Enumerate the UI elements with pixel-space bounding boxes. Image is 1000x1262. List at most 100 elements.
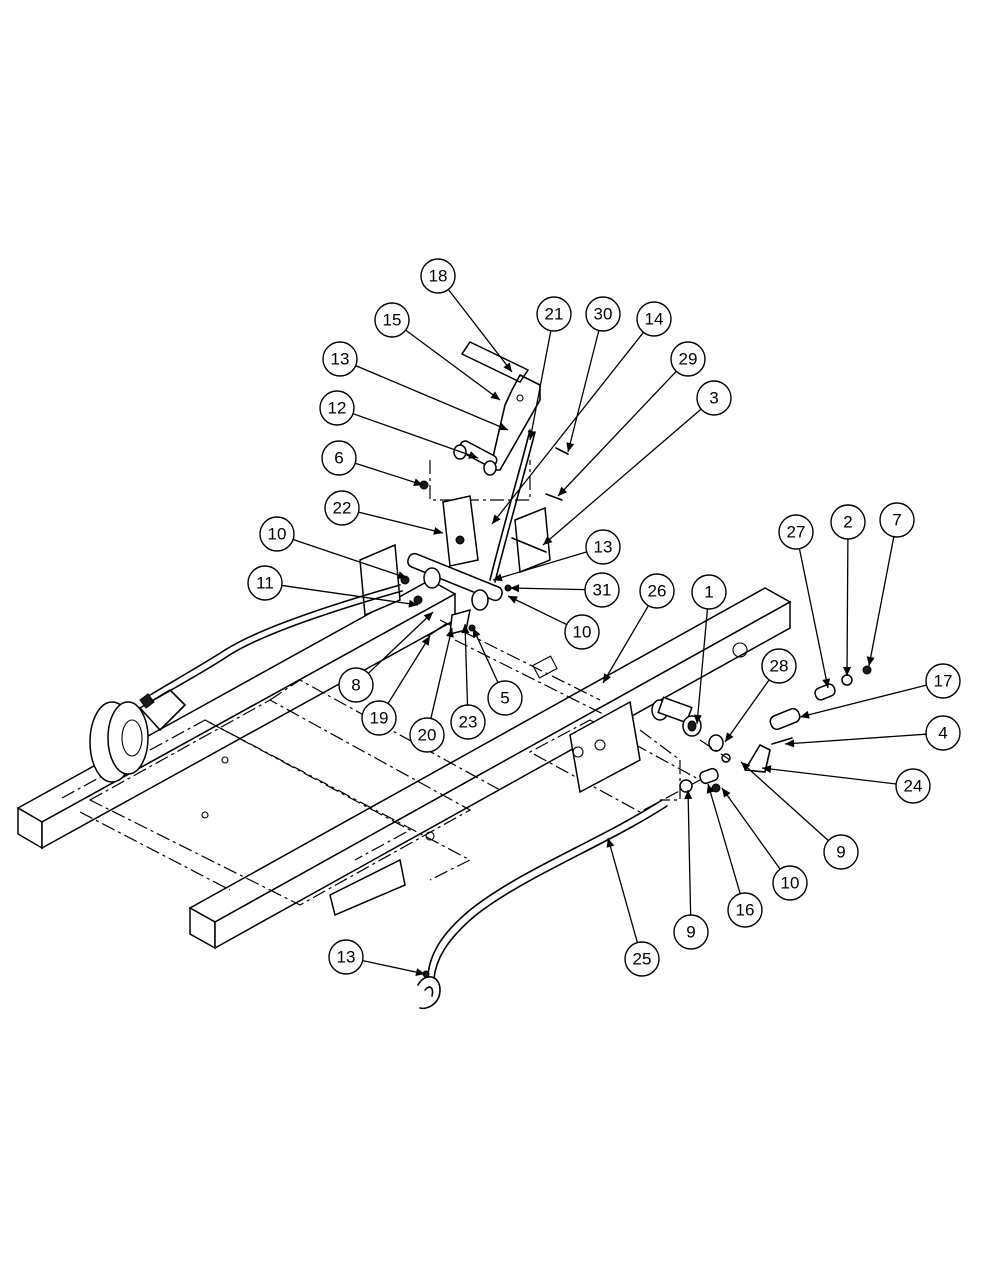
callout-arrowhead [446,628,454,638]
callout-arrowhead [843,666,852,676]
callout-arrowhead [558,486,568,496]
callout-circle [247,565,283,601]
callout-leader [430,627,453,719]
callout-circle [673,914,709,950]
callout-leader [687,789,692,916]
callout-arrowhead [510,584,520,593]
callout-label: 13 [331,350,350,369]
callout-circle [321,440,357,476]
callout-leader [491,331,644,525]
callout-leader [355,365,509,431]
callout-leader [721,787,781,870]
callout-13: 13 [492,529,621,582]
callout-30: 30 [566,296,621,453]
callout-circle [691,574,727,610]
callout-label: 26 [648,582,667,601]
callout-17: 17 [799,663,961,719]
callout-label: 29 [679,350,698,369]
callout-leader [362,959,426,975]
callout-circle [830,504,866,540]
callout-27: 27 [778,514,831,689]
callout-arrowhead [543,536,553,545]
callout-10: 10 [507,595,600,650]
callout-circle [420,258,456,294]
callout-arrowhead [503,362,512,372]
callout-leader [292,538,408,579]
callout-label: 15 [383,311,402,330]
callout-leader [696,608,709,725]
callout-label: 22 [333,499,352,518]
brake-drum [89,689,186,783]
callout-18: 18 [420,258,513,373]
callout-31: 31 [509,572,620,608]
callout-label: 4 [938,724,947,743]
callout-circle [584,572,620,608]
callout-arrowhead [606,838,615,848]
callout-arrowhead [725,732,734,742]
callout-leader [352,413,479,459]
callout-label: 13 [337,948,356,967]
callout-circle [585,529,621,565]
callout-leader [492,551,587,581]
callout-21: 21 [527,296,572,441]
callout-19: 19 [361,635,431,736]
callout-circle [259,516,295,552]
callout-arrowhead [693,714,702,724]
callout-arrowhead [741,762,751,771]
callout-arrowhead [421,636,430,646]
callout-leader [358,511,444,534]
callout-leader [281,584,419,606]
callout-label: 13 [594,538,613,557]
callout-leader [509,587,586,591]
callout-label: 18 [429,267,448,286]
callout-arrowhead [490,391,500,400]
callout-circle [636,301,672,337]
callout-label: 20 [418,726,437,745]
callout-arrowhead [413,478,423,487]
callout-leader [557,370,677,497]
callout-label: 21 [545,305,564,324]
callout-label: 27 [787,523,806,542]
callout-arrowhead [473,628,481,638]
callout-circle [772,865,808,901]
callout-label: 12 [328,399,347,418]
callout-6: 6 [321,440,424,487]
callout-15: 15 [374,302,501,401]
callout-leader [405,329,501,401]
callout-circle [564,614,600,650]
callout-circle [536,296,572,332]
callout-arrowhead [785,739,795,748]
callout-circle [778,514,814,550]
callout-arrowhead [706,784,715,794]
callout-label: 6 [334,449,343,468]
callout-leader [740,761,829,842]
callout-leader [846,538,849,677]
brake-lever-assembly [400,341,569,637]
callout-arrowhead [822,678,831,688]
callout-9: 9 [740,761,859,870]
callout-leader [567,330,600,453]
front-linkage [639,665,872,801]
brake-cable-rear [149,584,403,702]
callout-circle [585,296,621,332]
callout-circle [322,341,358,377]
callout-label: 23 [459,713,478,732]
callout-leader [798,548,829,689]
callout-leader [472,627,499,683]
callout-label: 5 [500,689,509,708]
callout-circle [338,667,374,703]
callout-1: 1 [691,574,727,725]
callout-label: 7 [892,511,901,530]
callout-label: 30 [594,305,613,324]
callout-label: 9 [686,923,695,942]
callout-leader [354,462,424,486]
callout-arrowhead [603,673,612,683]
callout-arrowhead [527,430,536,440]
callout-leader [784,733,927,745]
callout-leader [707,783,741,894]
callout-circle [409,717,445,753]
callout-circle [361,700,397,736]
callout-label: 2 [843,513,852,532]
